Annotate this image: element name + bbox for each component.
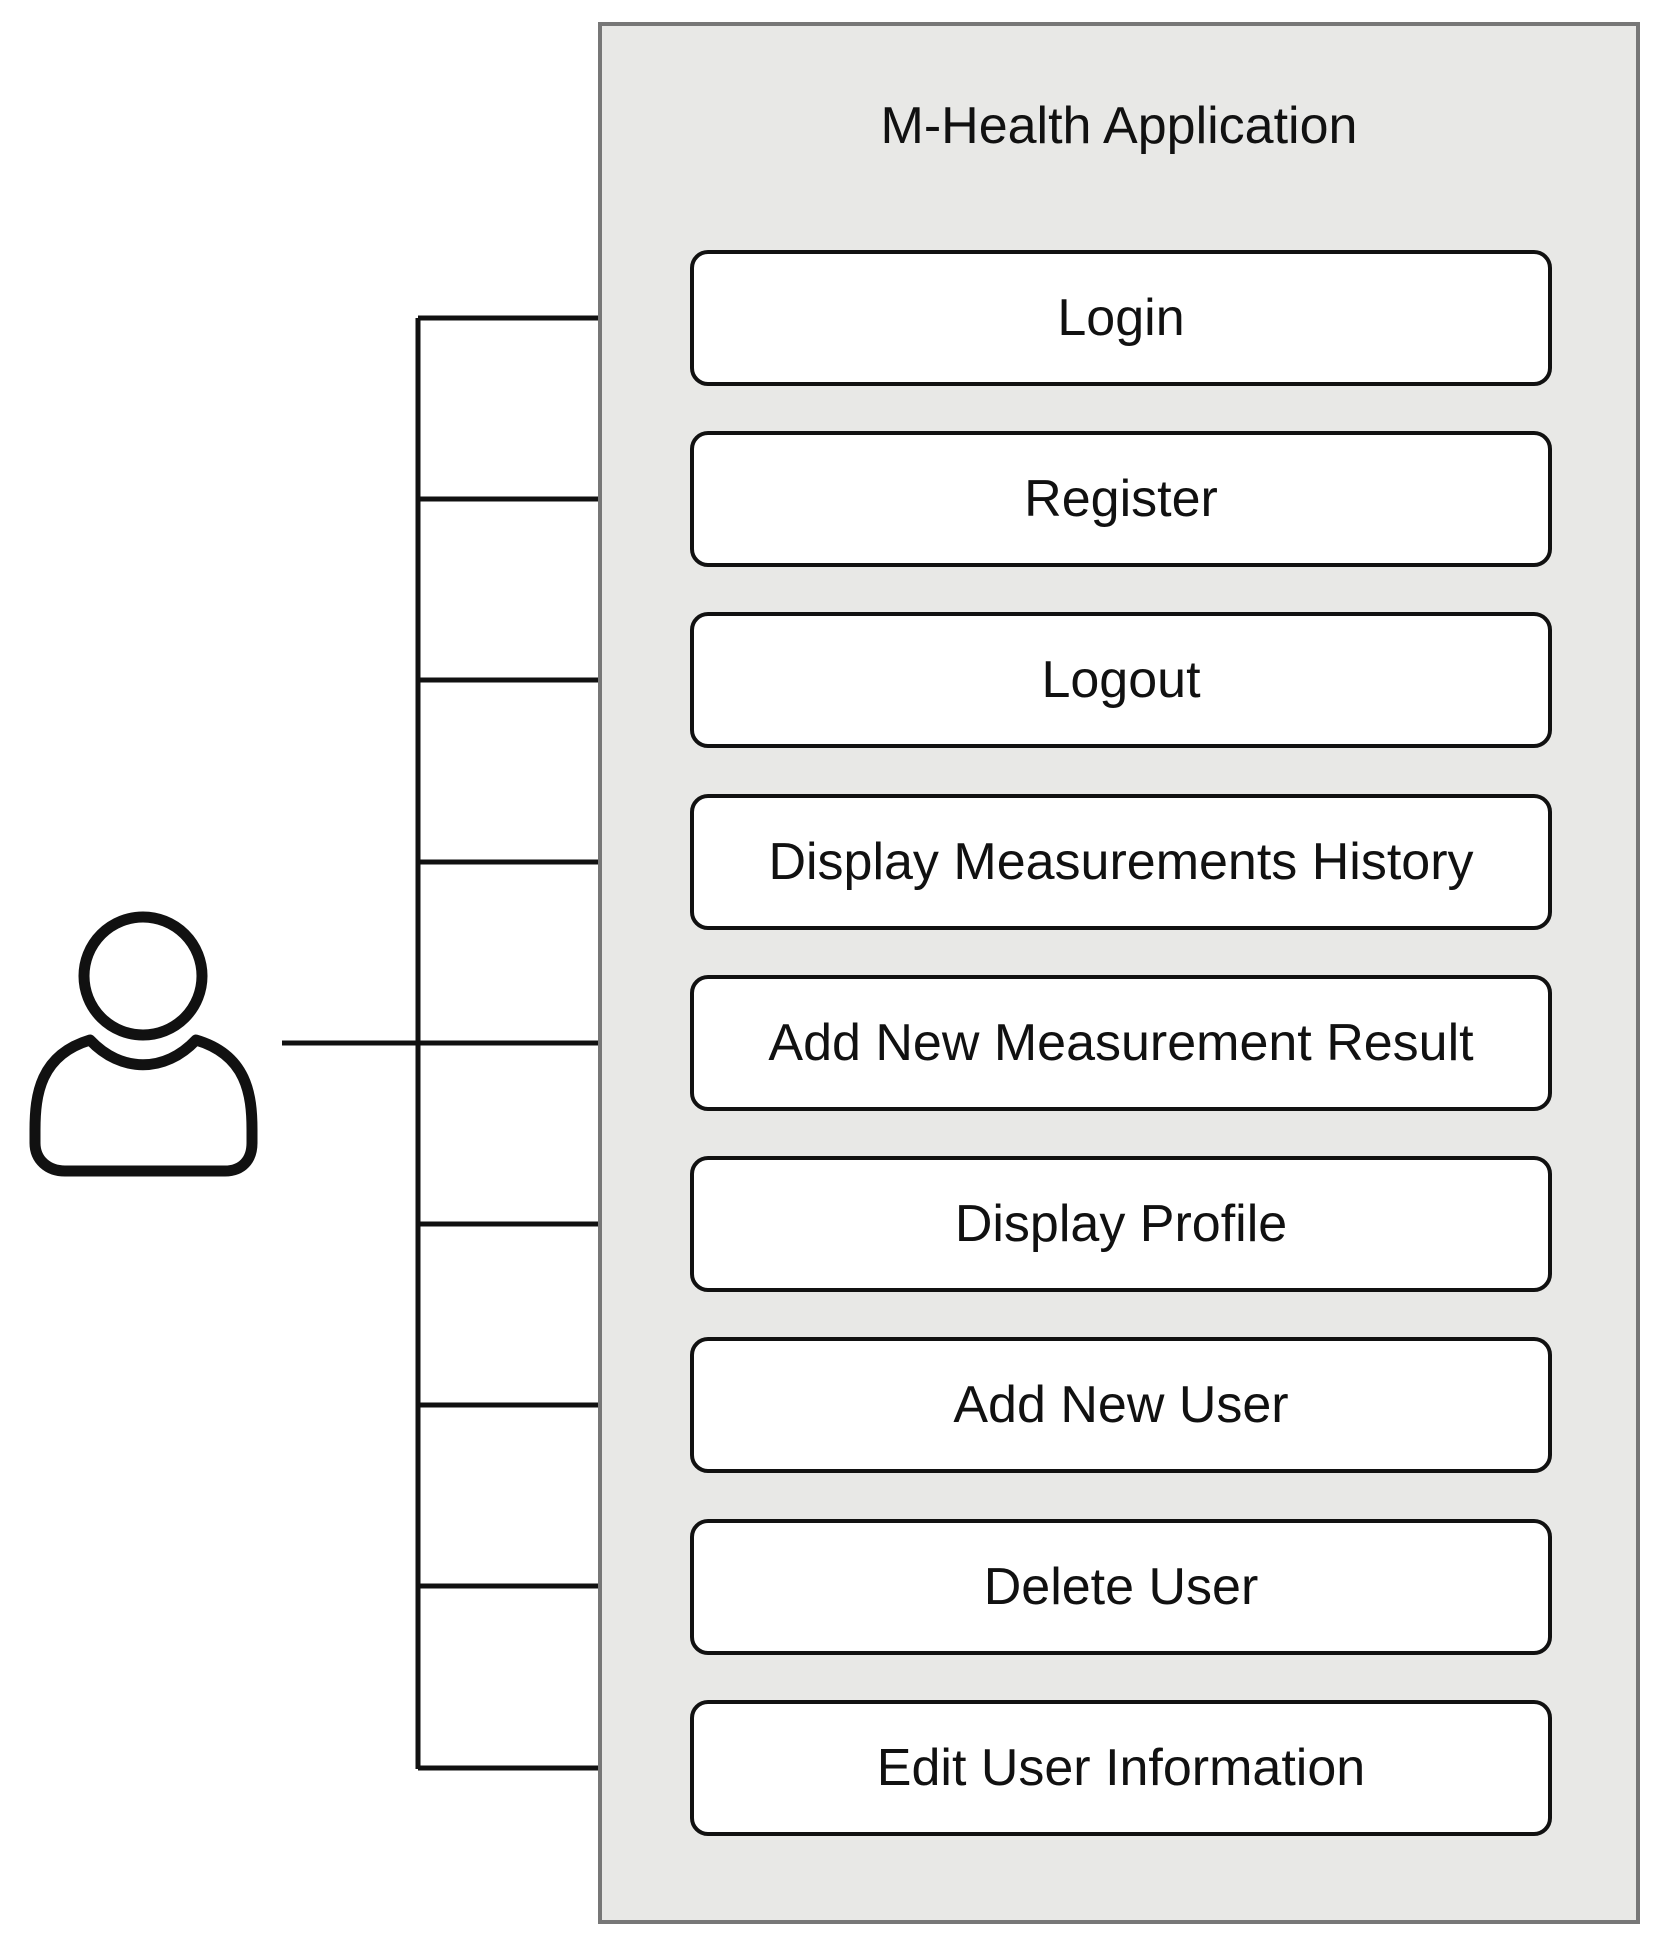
use-case-label: Logout xyxy=(1041,651,1201,709)
use-case-display-measurements-history: Display Measurements History xyxy=(690,794,1552,930)
use-case-label: Edit User Information xyxy=(876,1739,1366,1797)
use-case-register: Register xyxy=(690,431,1552,567)
use-case-label: Add New User xyxy=(953,1376,1289,1434)
use-case-label: Login xyxy=(1057,289,1185,347)
use-case-login: Login xyxy=(690,250,1552,386)
use-case-logout: Logout xyxy=(690,612,1552,748)
use-case-edit-user-information: Edit User Information xyxy=(690,1700,1552,1836)
use-case-label: Display Profile xyxy=(954,1195,1288,1253)
use-case-label: Add New Measurement Result xyxy=(768,1014,1474,1072)
system-title: M-Health Application xyxy=(880,97,1358,155)
use-case-display-profile: Display Profile xyxy=(690,1156,1552,1292)
use-case-label: Register xyxy=(1024,470,1218,528)
use-case-add-new-user: Add New User xyxy=(690,1337,1552,1473)
user-icon xyxy=(29,911,258,1177)
use-case-add-new-measurement-result: Add New Measurement Result xyxy=(690,975,1552,1111)
use-case-label: Display Measurements History xyxy=(768,833,1474,891)
use-case-label: Delete User xyxy=(983,1558,1259,1616)
use-case-delete-user: Delete User xyxy=(690,1519,1552,1655)
